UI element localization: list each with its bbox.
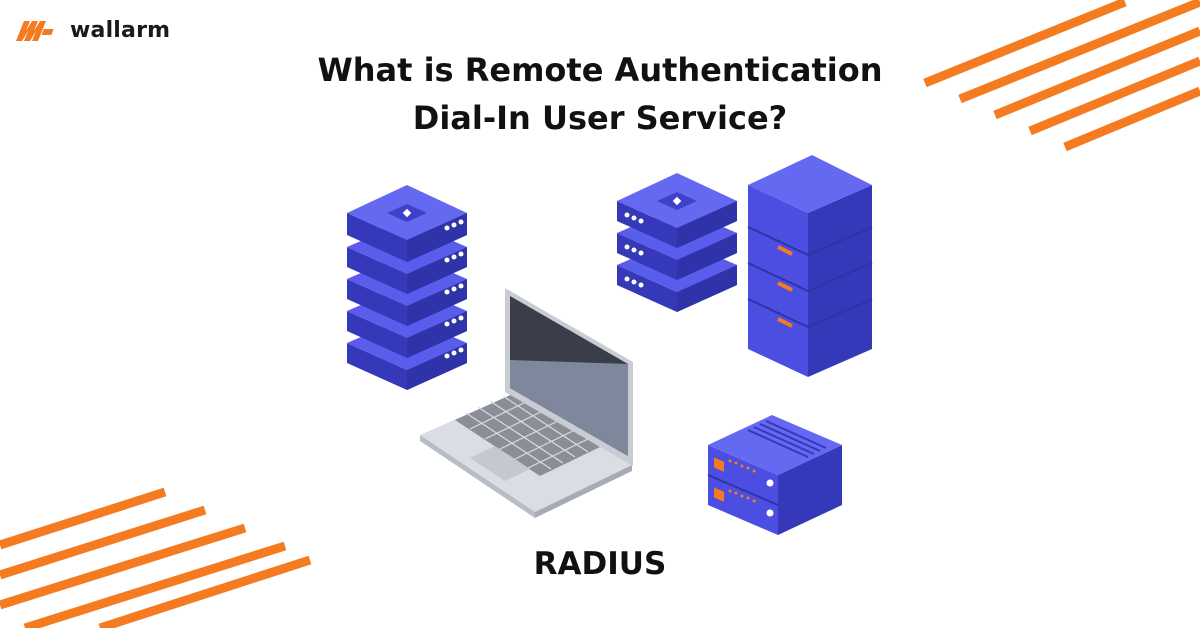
- server-tower-icon: [747, 155, 873, 377]
- page-title: What is Remote Authentication Dial-In Us…: [200, 46, 1000, 142]
- title-line-2: Dial-In User Service?: [412, 99, 788, 137]
- bottom-left-stripes: [0, 487, 312, 628]
- wallarm-logo-icon: [16, 21, 54, 41]
- laptop-icon: [420, 288, 633, 518]
- radius-label: RADIUS: [533, 546, 667, 582]
- server-stack-icon: [617, 173, 737, 312]
- wallarm-logo[interactable]: wallarm: [14, 16, 170, 44]
- title-line-1: What is Remote Authentication: [317, 51, 883, 89]
- server-stack-icon: [347, 185, 467, 390]
- rack-server-icon: [707, 415, 842, 535]
- top-right-stripes: [923, 0, 1200, 152]
- logo-text: wallarm: [70, 17, 171, 43]
